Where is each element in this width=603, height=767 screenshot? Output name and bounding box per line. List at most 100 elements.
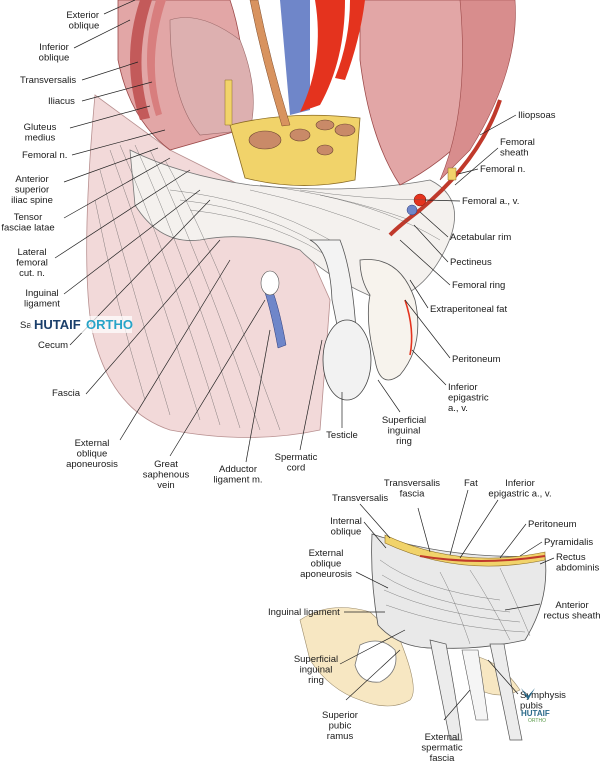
label-inset-pyramidalis: Pyramidalis <box>544 537 593 548</box>
inset-right-crus <box>489 643 523 741</box>
inset-leader-lines <box>339 489 555 721</box>
label-line: ring <box>308 675 324 686</box>
watermark-logo-icon <box>521 688 535 700</box>
watermark-inset-line1: HUTAIF <box>521 709 550 718</box>
testicle <box>322 319 372 401</box>
label-inset-inguinal-ligament: Inguinal ligament <box>268 607 340 618</box>
iliacus-muscle <box>169 17 254 136</box>
label-line: sheath <box>500 148 529 159</box>
label-line: fascia <box>400 489 426 500</box>
label-line: oblique <box>311 559 342 570</box>
fascia-fibers <box>94 144 281 431</box>
peritoneum-edge <box>388 99 502 237</box>
label-exterior-oblique: Exterior oblique <box>66 10 101 32</box>
label-line: superior <box>15 185 49 196</box>
label-line: cut. n. <box>19 268 45 279</box>
label-line: epigastric a., v. <box>488 489 551 500</box>
label-femoral-ring: Femoral ring <box>452 280 505 291</box>
label-line: fasciae latae <box>1 223 54 234</box>
main-illustration <box>86 0 516 438</box>
label-line: medius <box>25 133 56 144</box>
abdominal-wall-layers <box>130 0 152 120</box>
label-line: fascia <box>430 753 456 764</box>
watermark-main: HUTAIF ORTHO <box>30 316 133 333</box>
label-line: oblique <box>331 527 362 538</box>
watermark-bg <box>30 316 132 333</box>
label-iliacus: Iliacus <box>48 96 75 107</box>
external-iliac-vein <box>280 0 310 115</box>
cross-section-vessel-3 <box>315 119 335 131</box>
label-peritoneum: Peritoneum <box>452 354 501 365</box>
inferior-epigastric-vessel <box>404 299 413 356</box>
label-line: epigastric <box>448 393 489 404</box>
label-line: aponeurosis <box>300 569 352 580</box>
scrotal-sac <box>359 259 419 381</box>
label-line: ring <box>396 436 412 447</box>
label-line: rectus sheath <box>543 611 600 622</box>
obturator-ring <box>354 640 397 683</box>
label-line: saphenous <box>143 470 190 481</box>
great-saphenous-vein <box>261 279 287 349</box>
label-pectineus: Pectineus <box>450 257 492 268</box>
label-line: oblique <box>69 21 100 32</box>
femoral-nerve-right <box>447 167 457 181</box>
inset-spermatic-fascia <box>461 649 489 721</box>
label-cecum: Cecum <box>38 340 68 351</box>
label-transversalis: Transversalis <box>20 75 76 86</box>
cross-section-vessel-4 <box>334 123 356 137</box>
label-line: oblique <box>39 53 70 64</box>
label-line: ligament m. <box>213 475 262 486</box>
label-inset-peritoneum: Peritoneum <box>528 519 577 530</box>
label-line: a., v. <box>448 403 468 414</box>
label-line: pubic <box>329 721 352 732</box>
label-inset-transversalis: Transversalis <box>332 493 388 504</box>
femoral-nerve-strip <box>224 79 233 126</box>
label-line: inguinal <box>388 426 421 437</box>
iliac-artery-branch <box>335 0 365 80</box>
label-sa: Sa <box>20 320 32 331</box>
main-leader-lines <box>54 0 517 463</box>
label-line: vein <box>157 480 174 491</box>
watermark-part2: ORTHO <box>86 317 133 332</box>
label-line: pubis <box>520 701 543 712</box>
label-line: inguinal <box>300 665 333 676</box>
saphenous-opening <box>260 270 280 296</box>
inset-illustration <box>299 533 547 741</box>
label-extraperitoneal-fat: Extraperitoneal fat <box>430 304 507 315</box>
label-fascia: Fascia <box>52 388 81 399</box>
watermark-inset: HUTAIF ORTHO <box>521 688 550 724</box>
inset-wall-block <box>371 533 547 649</box>
cross-section-vessel-1 <box>248 130 282 150</box>
label-line: aponeurosis <box>66 459 118 470</box>
abdominal-wall-layer-2 <box>147 0 166 116</box>
label-iliopsoas: Iliopsoas <box>518 110 556 121</box>
watermark-part1: HUTAIF <box>34 317 81 332</box>
label-line: abdominis <box>556 563 600 574</box>
label-line: iliac spine <box>11 195 53 206</box>
femoral-vein-section <box>406 204 418 216</box>
external-iliac-artery <box>300 0 345 112</box>
label-line: ligament <box>24 299 60 310</box>
label-line: oblique <box>77 449 108 460</box>
